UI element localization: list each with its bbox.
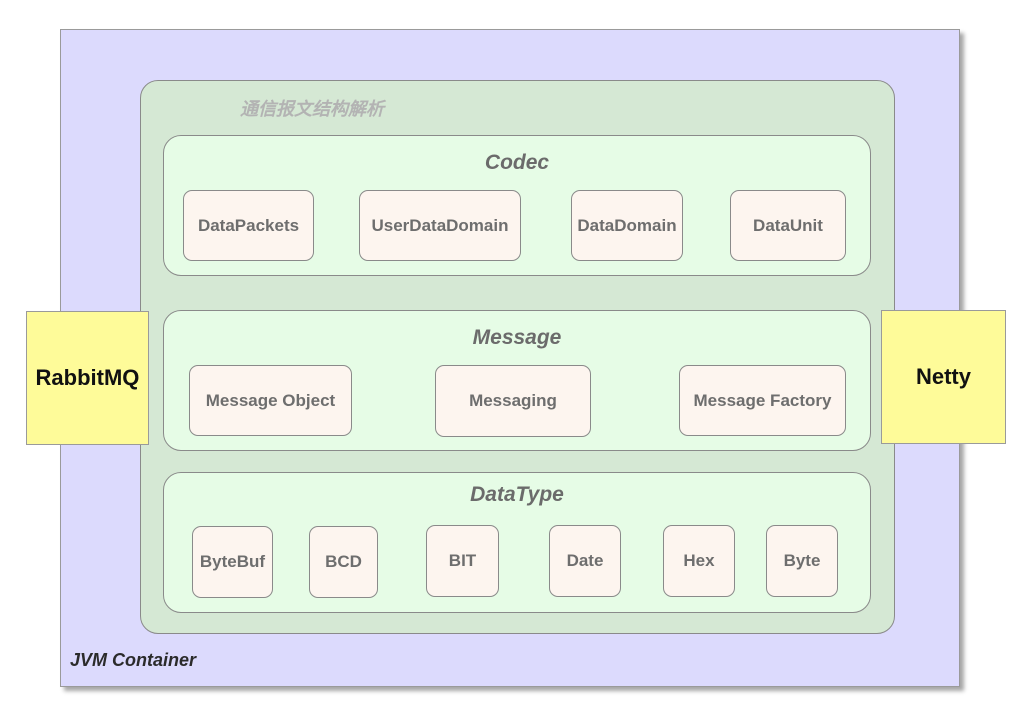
jvm-container-label: JVM Container bbox=[70, 650, 197, 670]
codec-item-datadomain: DataDomain bbox=[571, 190, 683, 261]
rabbitmq-box: RabbitMQ bbox=[26, 311, 149, 445]
message-parser-label: 通信报文结构解析 bbox=[240, 99, 384, 120]
message-group-title: Message bbox=[472, 326, 562, 349]
datatype-group-title: DataType bbox=[470, 483, 564, 506]
message-item-message-object: Message Object bbox=[189, 365, 352, 436]
datatype-item-hex: Hex bbox=[663, 525, 735, 597]
message-item-messaging: Messaging bbox=[435, 365, 591, 437]
codec-item-datapackets: DataPackets bbox=[183, 190, 314, 261]
message-item-message-factory: Message Factory bbox=[679, 365, 846, 436]
codec-item-dataunit: DataUnit bbox=[730, 190, 846, 261]
datatype-item-date: Date bbox=[549, 525, 621, 597]
netty-box: Netty bbox=[881, 310, 1006, 444]
datatype-group bbox=[163, 472, 871, 613]
datatype-item-bytebuf: ByteBuf bbox=[192, 526, 273, 598]
datatype-item-bcd: BCD bbox=[309, 526, 378, 598]
codec-group-title: Codec bbox=[484, 151, 550, 174]
codec-item-userdatadomain: UserDataDomain bbox=[359, 190, 521, 261]
datatype-item-byte: Byte bbox=[766, 525, 838, 597]
datatype-item-bit: BIT bbox=[426, 525, 499, 597]
